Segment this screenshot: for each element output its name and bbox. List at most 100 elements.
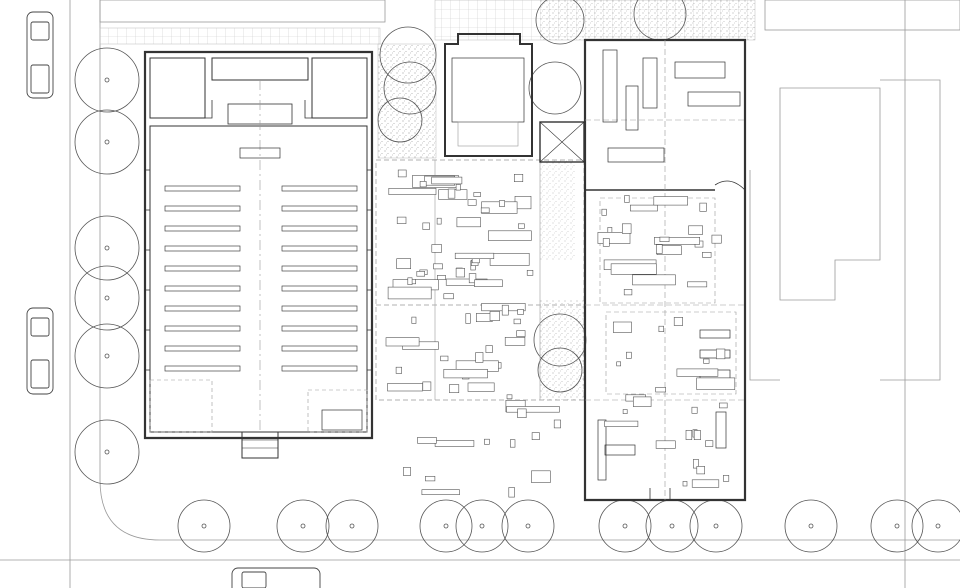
market-table bbox=[696, 377, 736, 390]
pew bbox=[164, 245, 241, 252]
stool bbox=[395, 366, 403, 374]
stool bbox=[513, 318, 521, 325]
stool bbox=[416, 271, 425, 277]
stool bbox=[655, 244, 663, 254]
pew bbox=[281, 225, 358, 232]
market-table bbox=[474, 279, 503, 287]
pew bbox=[281, 185, 358, 192]
stool bbox=[473, 192, 481, 197]
market-table bbox=[653, 196, 688, 206]
market-table bbox=[604, 420, 639, 427]
stool bbox=[715, 348, 726, 360]
stool bbox=[705, 440, 714, 447]
market-table bbox=[506, 406, 560, 413]
pew bbox=[281, 325, 358, 332]
market-table bbox=[610, 263, 657, 275]
stool bbox=[403, 467, 411, 476]
stool bbox=[699, 202, 707, 212]
pews bbox=[164, 185, 358, 372]
stool bbox=[722, 475, 730, 482]
market-table bbox=[597, 232, 631, 244]
stool bbox=[602, 238, 610, 247]
pew bbox=[281, 345, 358, 352]
market-table bbox=[504, 336, 526, 346]
stool bbox=[692, 459, 699, 469]
stool bbox=[601, 208, 607, 216]
right-building bbox=[583, 38, 747, 502]
pew bbox=[164, 225, 241, 232]
stool bbox=[685, 429, 693, 440]
market-table bbox=[612, 321, 632, 333]
stool bbox=[484, 438, 490, 445]
stool bbox=[480, 207, 490, 214]
pew bbox=[281, 305, 358, 312]
stool bbox=[531, 432, 540, 441]
stool bbox=[455, 184, 461, 191]
stool bbox=[419, 181, 427, 188]
market-table bbox=[456, 217, 481, 228]
stool bbox=[449, 384, 460, 394]
market-table bbox=[655, 440, 676, 449]
stool bbox=[659, 236, 670, 243]
market-table bbox=[387, 383, 423, 392]
stool bbox=[468, 273, 477, 284]
stool bbox=[440, 355, 449, 362]
planting-bed-stipple-mid bbox=[540, 300, 585, 400]
market-table bbox=[396, 258, 412, 270]
stool bbox=[501, 304, 509, 316]
stool bbox=[433, 263, 443, 270]
market-table bbox=[421, 489, 460, 496]
stool bbox=[696, 466, 705, 475]
stool bbox=[517, 309, 524, 315]
market-table bbox=[691, 479, 720, 488]
market-table bbox=[487, 230, 532, 241]
market-table bbox=[676, 368, 719, 377]
market-table bbox=[454, 252, 495, 259]
stool bbox=[517, 223, 525, 229]
stool bbox=[673, 317, 684, 326]
market-table bbox=[489, 253, 530, 266]
market-table bbox=[632, 274, 676, 286]
stool bbox=[616, 361, 622, 367]
market-table bbox=[514, 196, 532, 210]
stool bbox=[702, 252, 712, 258]
stool bbox=[516, 330, 526, 337]
stool bbox=[703, 358, 710, 364]
car-icon bbox=[26, 307, 54, 395]
stool bbox=[397, 169, 407, 178]
stool bbox=[719, 402, 728, 409]
pew bbox=[281, 265, 358, 272]
stool bbox=[622, 409, 628, 414]
stool bbox=[431, 244, 442, 253]
stool bbox=[508, 487, 515, 498]
market-table bbox=[387, 286, 432, 300]
pew bbox=[164, 185, 241, 192]
market-furniture bbox=[385, 169, 736, 498]
stool bbox=[485, 345, 493, 353]
market-table bbox=[434, 440, 475, 447]
stool bbox=[693, 430, 701, 440]
stool bbox=[691, 406, 698, 414]
pew bbox=[164, 265, 241, 272]
adjacent-building-top bbox=[99, 0, 386, 23]
market-table bbox=[431, 176, 463, 185]
market-table bbox=[654, 237, 701, 245]
street-trees-bottom bbox=[177, 499, 960, 553]
stool bbox=[621, 223, 632, 234]
stool bbox=[658, 325, 664, 333]
stair-core bbox=[539, 121, 585, 163]
market-table bbox=[632, 396, 652, 407]
street-trees-left bbox=[74, 47, 140, 485]
stool bbox=[447, 188, 456, 199]
pew bbox=[164, 325, 241, 332]
stool bbox=[498, 200, 505, 207]
stool bbox=[407, 277, 413, 285]
pew bbox=[164, 205, 241, 212]
stool bbox=[682, 481, 688, 487]
stool bbox=[489, 311, 500, 321]
stool bbox=[553, 419, 561, 429]
stool bbox=[436, 275, 446, 280]
car-icon bbox=[26, 11, 54, 99]
market-table bbox=[687, 281, 708, 288]
